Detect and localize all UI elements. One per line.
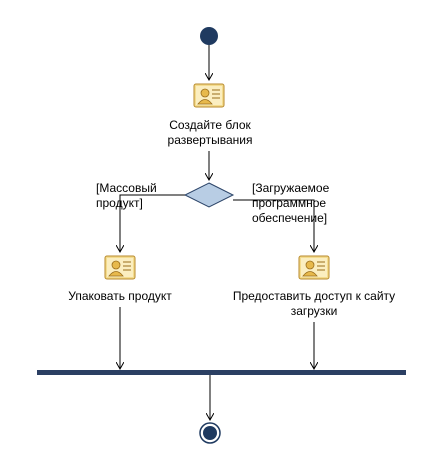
pack-label-text: Упаковать продукт [68, 289, 172, 303]
guard-mass-line2: продукт] [96, 196, 143, 210]
final-node-inner [203, 426, 217, 440]
guard-downloadable-software: [Загружаемое программное обеспечение] [252, 181, 329, 226]
guard-mass-line1: [Массовый [96, 181, 157, 195]
guard-download-line2: программное [252, 196, 327, 210]
create-label-line2: развертывания [167, 133, 253, 147]
initial-node[interactable] [200, 27, 218, 45]
guard-download-line1: [Загружаемое [252, 181, 330, 195]
pack-product-icon[interactable] [104, 255, 136, 280]
join-bar[interactable] [37, 370, 406, 375]
create-deployment-block-label: Создайте блок развертывания [140, 118, 280, 148]
provide-download-access-label: Предоставить доступ к сайту загрузки [204, 289, 423, 319]
create-deployment-block-icon[interactable] [193, 83, 225, 108]
provide-label-line1: Предоставить доступ к сайту [232, 289, 396, 303]
guard-download-line3: обеспечение] [252, 211, 328, 225]
provide-download-access-icon[interactable] [298, 255, 330, 280]
flow-decision-to-provide [233, 199, 314, 252]
flow-decision-to-pack [120, 194, 185, 252]
guard-mass-product: [Массовый продукт] [96, 181, 157, 211]
pack-product-label: Упаковать продукт [45, 289, 195, 304]
provide-label-line2: загрузки [290, 304, 338, 318]
create-label-line1: Создайте блок [169, 118, 251, 132]
decision-diamond[interactable] [183, 182, 235, 208]
